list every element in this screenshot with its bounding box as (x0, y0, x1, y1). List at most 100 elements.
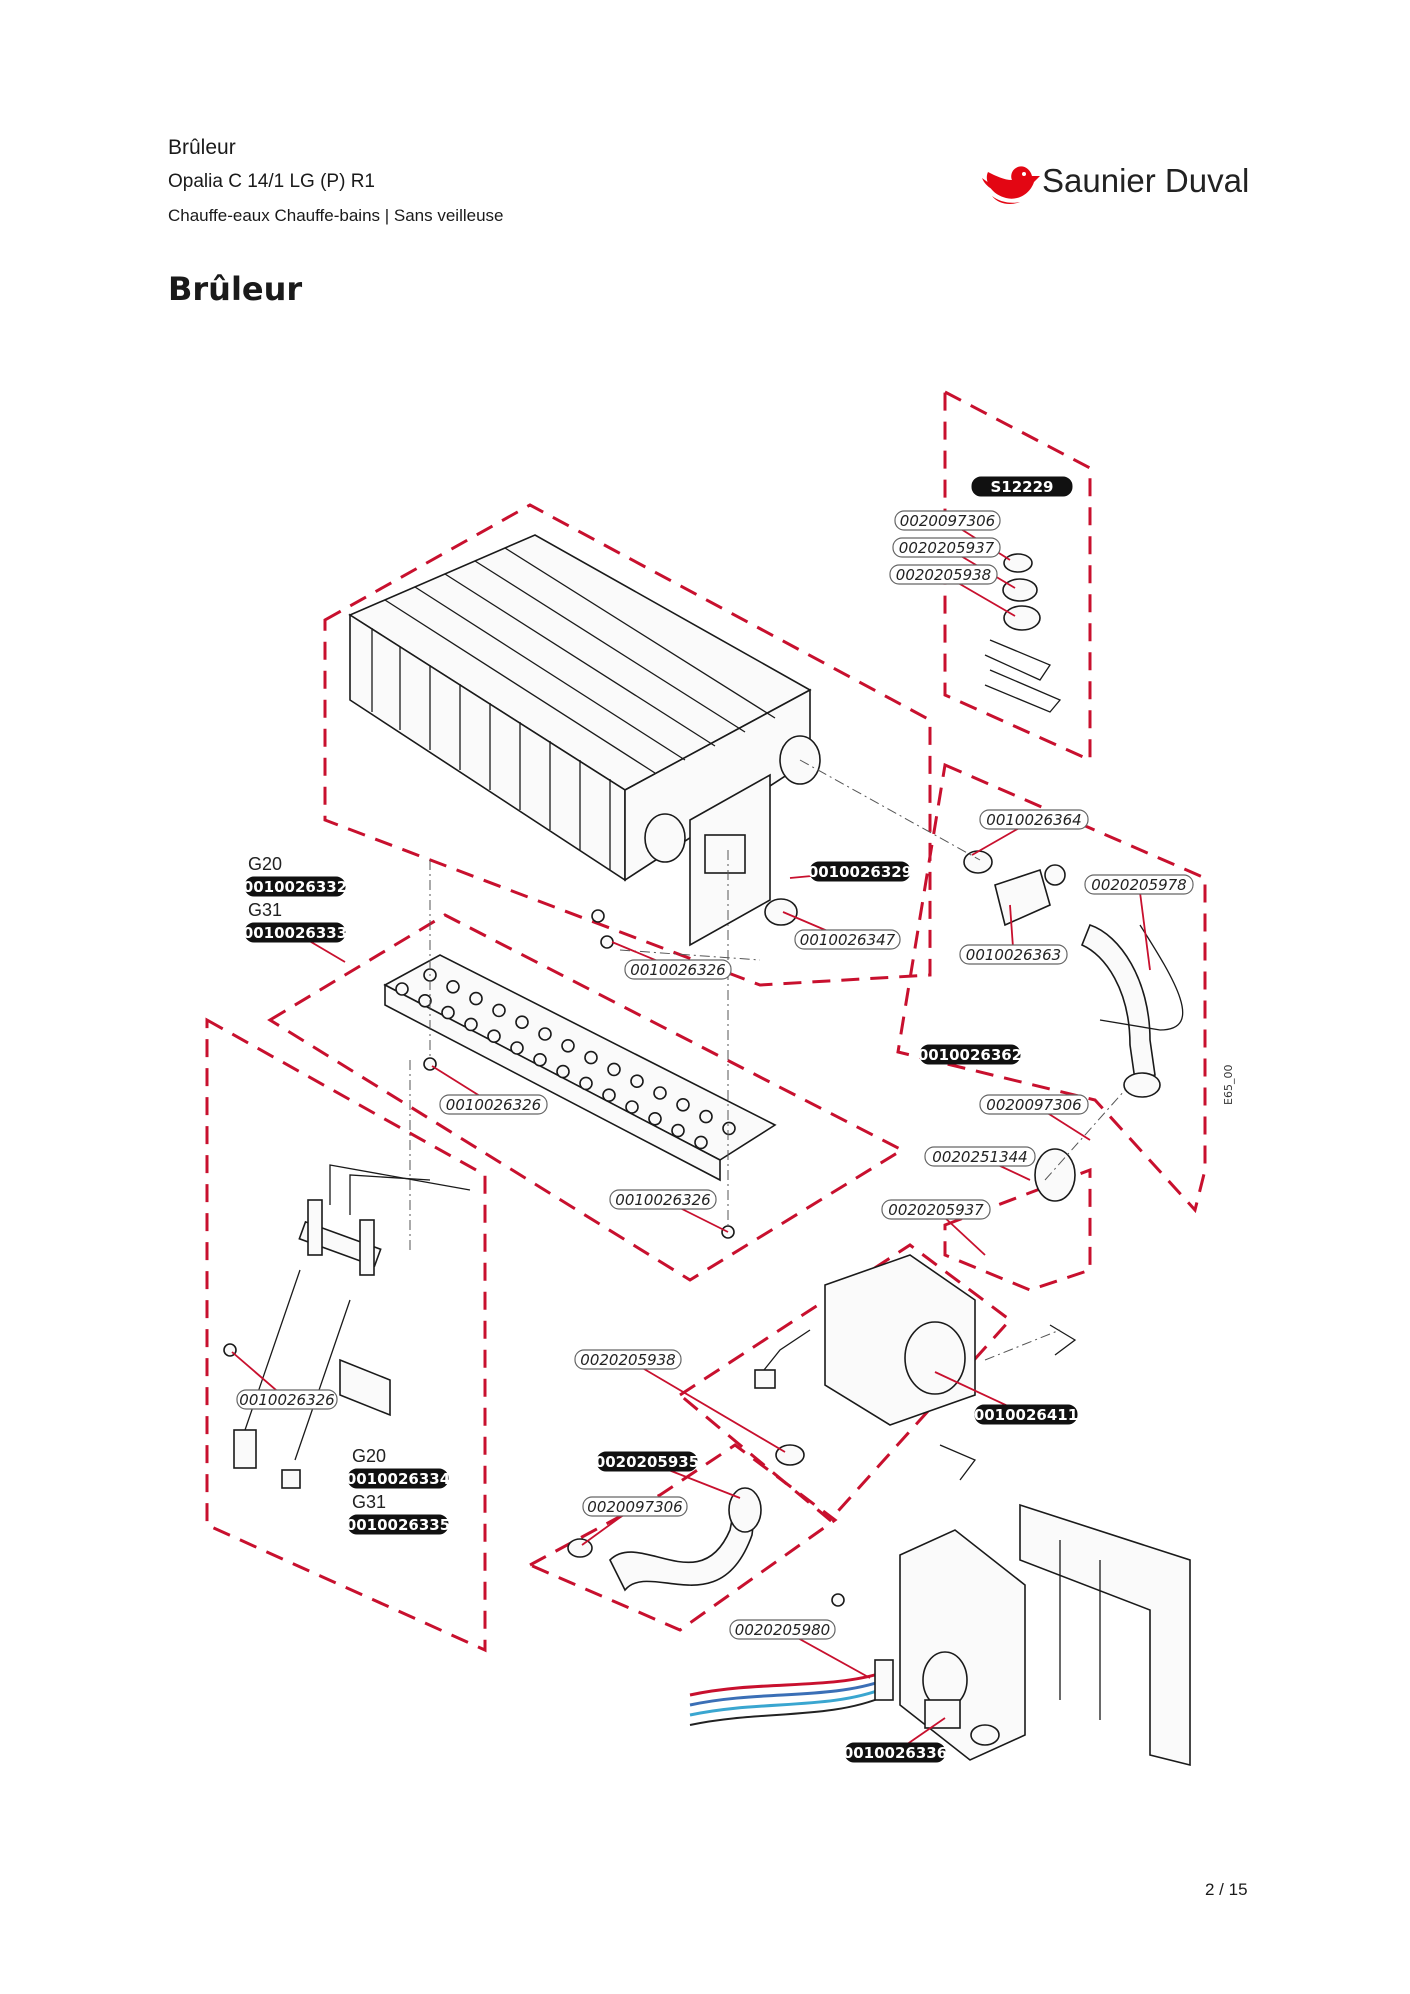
part-callout-0020097306[interactable]: 0020097306 (979, 1094, 1089, 1115)
callout-label: 0010026363 (966, 946, 1061, 964)
callout-pill (574, 1349, 682, 1370)
callout-pill (609, 1189, 717, 1210)
callout-label: 0010026364 (986, 811, 1081, 829)
callout-pill (794, 929, 901, 950)
burner-nozzle (395, 982, 409, 996)
callout-pill (439, 1094, 548, 1115)
callout-label: 0020205938 (896, 566, 991, 584)
callout-pill (971, 476, 1073, 497)
burner-nozzle (602, 1088, 616, 1102)
burner-manifold (383, 954, 777, 1182)
burner-nozzle (469, 991, 483, 1006)
callout-pill (974, 1404, 1078, 1425)
part-callout-0020251344[interactable]: 0020251344 (924, 1146, 1036, 1167)
callout-pill (979, 809, 1089, 830)
page-title: Brûleur (168, 270, 303, 308)
callout-label: 0020097306 (587, 1498, 682, 1516)
callout-label: 0020205938 (580, 1351, 675, 1369)
part-callout-0020205980[interactable]: 0020205980 (729, 1619, 836, 1640)
burner-nozzle (648, 1112, 662, 1126)
part-callout-0020205937[interactable]: 0020205937 (881, 1199, 991, 1220)
part-callout-0020097306[interactable]: 0020097306 (894, 510, 1001, 531)
burner-nozzle (492, 1003, 506, 1018)
burner-nozzle (676, 1098, 690, 1112)
part-callout-0010026329[interactable]: 0010026329 (808, 861, 912, 882)
callout-label: 0020205978 (1091, 876, 1186, 894)
callout-pill (244, 876, 346, 897)
part-callout-0020205978[interactable]: 0020205978 (1084, 874, 1194, 895)
callout-label: 0020097306 (986, 1096, 1081, 1114)
group-outlines (205, 389, 1207, 1653)
callout-label: 0010026334 (346, 1470, 450, 1488)
burner-nozzle (418, 993, 432, 1008)
callout-label: 0010026335 (346, 1516, 450, 1534)
burner-nozzle (515, 1015, 529, 1030)
callout-pill (889, 564, 998, 585)
callout-pill (236, 1389, 338, 1410)
callout-pill (979, 1094, 1089, 1115)
callout-pill (809, 861, 911, 882)
callout-label: 0010026362 (918, 1046, 1022, 1064)
burner-nozzle (579, 1076, 593, 1091)
callout-pill (244, 922, 346, 943)
part-callout-S12229[interactable]: S12229 (971, 476, 1073, 497)
callout-pill (924, 1146, 1036, 1167)
part-callout-0010026326[interactable]: 0010026326 (624, 959, 732, 980)
callout-label: 0020205937 (888, 1201, 984, 1219)
part-callout-0010026335[interactable]: 0010026335 (346, 1514, 450, 1535)
burner-nozzle (441, 1005, 455, 1020)
gas-label-g20-top: G20 (248, 854, 282, 874)
callout-leader (1138, 884, 1151, 971)
callout-label: 0010026329 (808, 863, 912, 881)
callout-leader (627, 1358, 786, 1453)
callout-label: 0020205937 (899, 539, 995, 557)
gas-valve-body (754, 1148, 1077, 1481)
part-callout-0020097306[interactable]: 0020097306 (582, 1496, 688, 1517)
burner-nozzle (487, 1029, 501, 1043)
part-callout-0020205935[interactable]: 0020205935 (595, 1451, 699, 1472)
burner-nozzle (694, 1135, 708, 1150)
part-callout-0020205937[interactable]: 0020205937 (892, 537, 1001, 558)
part-callout-0010026334[interactable]: 0010026334 (346, 1468, 450, 1489)
burner-nozzle (561, 1039, 575, 1053)
part-callout-0010026411[interactable]: 0010026411 (974, 1404, 1078, 1425)
electrode-assembly (233, 1164, 471, 1489)
burner-nozzle (653, 1086, 667, 1100)
callout-pill (894, 510, 1001, 531)
burner-nozzle (722, 1121, 736, 1136)
callout-label: 0010026326 (615, 1191, 710, 1209)
part-callout-0010026326[interactable]: 0010026326 (609, 1189, 717, 1210)
page-number: 2 / 15 (1205, 1880, 1248, 1899)
header-category: Chauffe-eaux Chauffe-bains | Sans veille… (168, 206, 504, 225)
part-callout-0010026362[interactable]: 0010026362 (918, 1044, 1022, 1065)
part-callouts: S12229 0020097306 0020205937 0020205938 0010… (236, 476, 1194, 1763)
callout-pill (582, 1496, 688, 1517)
callout-label: 0010026332 (243, 878, 347, 896)
bird-logo-icon (982, 166, 1040, 204)
part-callout-0010026336[interactable]: 0010026336 (843, 1742, 947, 1763)
heat-exchanger (348, 534, 821, 947)
part-callout-0010026363[interactable]: 0010026363 (959, 944, 1068, 965)
part-callout-0010026347[interactable]: 0010026347 (794, 929, 901, 950)
part-callout-0020205938[interactable]: 0020205938 (889, 564, 998, 585)
burner-nozzle (446, 979, 460, 994)
burner-nozzle (510, 1041, 524, 1055)
gas-label-g31-top: G31 (248, 900, 282, 920)
part-callout-0010026326[interactable]: 0010026326 (439, 1094, 548, 1115)
part-callout-0010026333[interactable]: 0010026333 (243, 922, 347, 943)
part-callout-0010026332[interactable]: 0010026332 (243, 876, 347, 897)
flexible-pipe (1080, 924, 1184, 1098)
alignment-lines (409, 759, 1126, 1361)
part-callout-0020205938[interactable]: 0020205938 (574, 1349, 682, 1370)
callout-label: 0010026326 (239, 1391, 334, 1409)
callout-label: 0010026326 (630, 961, 725, 979)
burner-nozzle (625, 1100, 639, 1114)
callout-pill (881, 1199, 991, 1220)
callout-pill (892, 537, 1001, 558)
callout-label: 0010026326 (446, 1096, 541, 1114)
callout-label: 0010026336 (843, 1744, 947, 1762)
part-callout-0010026326[interactable]: 0010026326 (236, 1389, 338, 1410)
part-callout-0010026364[interactable]: 0010026364 (979, 809, 1089, 830)
callout-label: 0020205935 (595, 1453, 699, 1471)
